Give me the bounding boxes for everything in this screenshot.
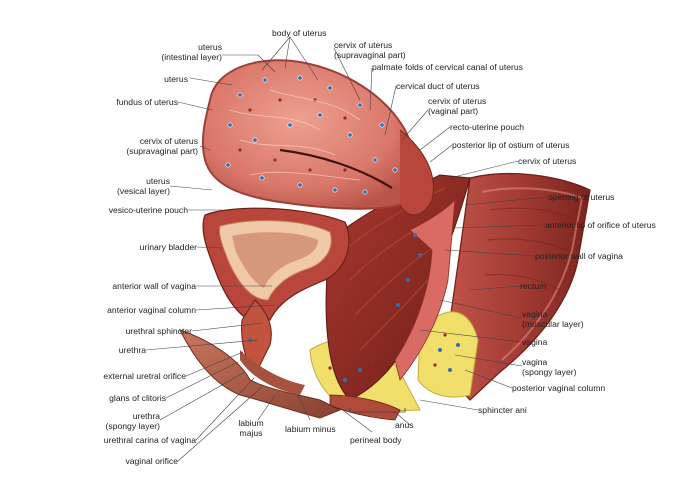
label-vagina-spongy: vagina(spongy layer) bbox=[522, 357, 577, 377]
label-uterus-vesical: uterus(vesical layer) bbox=[116, 176, 170, 196]
label-urethral-carina: urethral carina of vagina bbox=[103, 435, 196, 445]
label-perineal-body: perineal body bbox=[350, 435, 402, 445]
label-vesico-uterine-pouch: vesico-uterine pouch bbox=[108, 205, 188, 215]
label-palmate-folds: palmate folds of cervical canal of uteru… bbox=[372, 62, 523, 72]
label-vagina: vagina bbox=[522, 337, 548, 347]
label-opening-of-uterus: opening of uterus bbox=[548, 192, 615, 202]
label-cervix-vaginal-part: cervix of uterus(vaginal part) bbox=[428, 96, 487, 116]
label-uterus: uterus bbox=[164, 74, 188, 84]
label-vagina-muscular: vagina(muscular layer) bbox=[522, 309, 584, 329]
label-labium-minus: labium minus bbox=[285, 424, 336, 434]
label-uterus-intestinal: uterus(intestinal layer) bbox=[161, 42, 222, 62]
label-urinary-bladder: urinary bladder bbox=[139, 242, 197, 252]
label-posterior-lip: posterior lip of ostium of uterus bbox=[452, 140, 570, 150]
uterus-body bbox=[201, 59, 416, 210]
label-cervix-supravaginal-left: cervix of uterus(supravaginal part) bbox=[126, 136, 198, 156]
label-body-of-uterus: body of uterus bbox=[272, 28, 327, 38]
label-cervical-duct: cervical duct of uterus bbox=[396, 81, 480, 91]
label-cervix-of-uterus: cervix of uterus bbox=[518, 156, 577, 166]
label-rectum: rectum bbox=[520, 281, 547, 291]
fat-tissue-posterior bbox=[417, 311, 479, 398]
label-recto-uterine-pouch: recto-uterine pouch bbox=[450, 122, 525, 132]
label-cervix-supravaginal-right: cervix of uterus(supravaginal part) bbox=[334, 40, 406, 60]
label-posterior-wall-vagina: posterior wall of vagina bbox=[535, 251, 623, 261]
label-urethra: urethra bbox=[118, 345, 146, 355]
label-urethral-sphincter: urethral sphincter bbox=[125, 326, 192, 336]
cervical-canal bbox=[279, 148, 393, 189]
label-anterior-vaginal-column: anterior vaginal column bbox=[107, 305, 196, 315]
label-external-urethral-orifice: external uretral orifice bbox=[103, 371, 186, 381]
external-genitalia bbox=[179, 329, 342, 419]
label-glans-clitoris: glans of clitoris bbox=[109, 393, 166, 403]
label-fundus: fundus of uterus bbox=[116, 97, 178, 107]
label-anterior-wall-vagina: anterior wall of vagina bbox=[112, 281, 196, 291]
label-posterior-vaginal-column: posterior vaginal column bbox=[512, 383, 606, 393]
label-anterior-lip: anterior lip of orifice of uterus bbox=[545, 220, 656, 230]
perineal-body bbox=[329, 394, 401, 421]
label-urethra-spongy: urethra(spongy layer) bbox=[105, 411, 160, 431]
leader-lines bbox=[145, 36, 549, 462]
label-sphincter-ani: sphincter ani bbox=[478, 405, 527, 415]
label-vaginal-orifice: vaginal orifice bbox=[125, 456, 178, 466]
anus-bracket bbox=[349, 408, 406, 413]
label-anus: anus bbox=[395, 420, 414, 430]
uterine-vessels bbox=[225, 75, 398, 195]
